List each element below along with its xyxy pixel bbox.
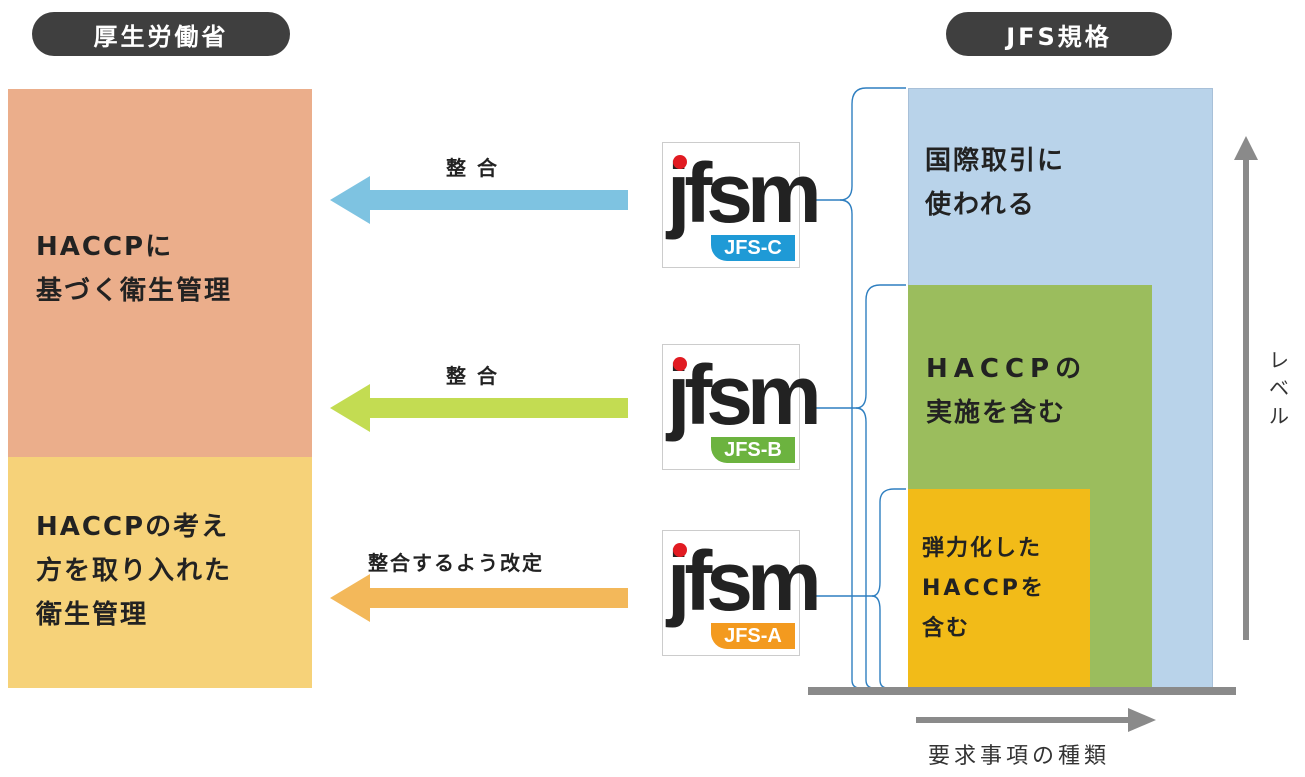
header-mhlw: 厚生労働省 xyxy=(32,12,290,56)
jfs-b-logo: jfsm JFS-B xyxy=(662,344,822,470)
level-char-2: ベ xyxy=(1269,376,1289,400)
level-axis-arrowhead xyxy=(1234,136,1258,160)
haccp-concept-line-2: 方を取り入れた xyxy=(36,556,233,586)
jfs-c-logo-text: jfsm xyxy=(667,146,822,240)
jfs-c-line-1: 国際取引に xyxy=(925,146,1066,176)
arrow-a xyxy=(330,574,628,622)
requirement-axis-line xyxy=(916,717,1130,723)
arrow-c xyxy=(330,176,628,224)
haccp-based-line-1: HACCPに xyxy=(36,232,174,262)
haccp-concept-line-3: 衛生管理 xyxy=(36,600,149,630)
jfs-a-logo: jfsm JFS-A xyxy=(662,530,822,656)
requirement-axis-label: 要求事項の種類 xyxy=(928,744,1111,769)
jfs-a-line-3: 含む xyxy=(922,616,971,641)
jfs-a-line-1: 弾力化した xyxy=(922,536,1043,561)
brace-b xyxy=(812,284,906,409)
logo-dot-icon xyxy=(673,155,687,169)
jfs-c-logo: jfsm JFS-C xyxy=(662,142,822,268)
logo-dot-icon xyxy=(673,357,687,371)
jfs-b-line-2: 実施を含む xyxy=(926,398,1067,428)
arrow-c-label: 整 合 xyxy=(446,156,499,180)
jfs-b-badge: JFS-B xyxy=(711,437,795,463)
haccp-concept-box: HACCPの考え 方を取り入れた 衛生管理 xyxy=(8,457,312,688)
arrow-b-label: 整 合 xyxy=(446,364,499,388)
jfs-a-block: 弾力化した HACCPを 含む xyxy=(908,489,1090,688)
level-char-1: レ xyxy=(1269,348,1289,372)
jfs-c-badge: JFS-C xyxy=(711,235,795,261)
brace-c xyxy=(812,87,906,201)
arrow-a-label: 整合するよう改定 xyxy=(368,551,544,575)
jfs-c-line-2: 使われる xyxy=(925,190,1036,220)
arrow-b xyxy=(330,384,628,432)
level-axis-line xyxy=(1243,158,1249,640)
jfs-a-logo-text: jfsm xyxy=(667,534,822,628)
haccp-based-box: HACCPに 基づく衛生管理 xyxy=(8,89,312,457)
brace-a xyxy=(812,488,906,597)
haccp-concept-line-1: HACCPの考え xyxy=(36,512,230,542)
level-char-3: ル xyxy=(1269,404,1289,428)
jfs-a-line-2: HACCPを xyxy=(922,576,1046,601)
jfs-a-badge: JFS-A xyxy=(711,623,795,649)
jfs-b-line-1: HACCPの xyxy=(926,354,1088,384)
jfs-b-logo-text: jfsm xyxy=(667,348,822,442)
baseline-bar xyxy=(808,687,1236,695)
header-jfs: JFS規格 xyxy=(946,12,1172,56)
logo-dot-icon xyxy=(673,543,687,557)
level-axis-label: レ ベ ル xyxy=(1266,346,1292,430)
haccp-based-line-2: 基づく衛生管理 xyxy=(36,276,233,306)
requirement-axis-arrowhead xyxy=(1128,708,1156,732)
